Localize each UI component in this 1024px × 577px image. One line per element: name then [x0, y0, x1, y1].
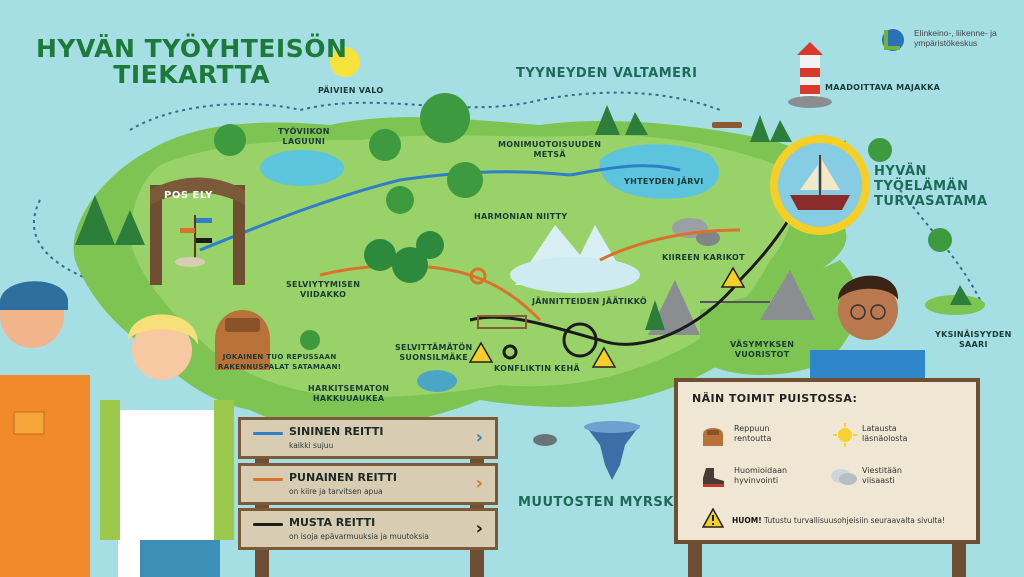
tip-line1: Huomioidaan	[734, 466, 788, 475]
ocean-label: TYYNEYDEN VALTAMERI	[516, 66, 698, 81]
route-subtitle: on isoja epävarmuuksia ja muutoksia	[289, 532, 429, 541]
route-subtitle: kaikki sujuu	[289, 441, 334, 450]
logo-text: Elinkeino-, liikenne- ja ympäristökeskus	[914, 28, 997, 48]
jungle-label-line1: SELVIYTYMISEN	[286, 280, 361, 289]
tip-line2: rentoutta	[734, 434, 772, 443]
jungle-label-line2: VIIDAKKO	[299, 290, 347, 299]
tip-line2: hyvinvointi	[734, 476, 779, 485]
sun-label: PÄIVIEN VALO	[318, 86, 384, 95]
tip-item-1: Reppuun rentoutta	[734, 424, 771, 444]
clearing-label-line2: HAKKUUAUKEA	[312, 394, 385, 403]
clearing-label: HARKITSEMATON HAKKUUAUKEA	[308, 384, 389, 404]
warning-icon	[702, 508, 724, 528]
warning-bold: HUOM!	[732, 516, 762, 525]
forest-label-line1: MONIMUOTOISUUDEN	[498, 140, 602, 149]
logo-line2: ympäristökeskus	[914, 38, 978, 48]
speech-bubble-icon	[831, 469, 857, 485]
lagoon-label-line2: LAGUUNI	[282, 137, 326, 146]
harbor-label: HYVÄN TYÖELÄMÄN TURVASATAMA	[874, 164, 1024, 209]
island-label-line2: SAARI	[958, 340, 988, 349]
swamp-label-line2: SUONSILMÄKE	[399, 353, 469, 362]
route-line-black	[253, 523, 283, 526]
route-subtitle: on kiire ja tarvitsen apua	[289, 487, 383, 496]
route-title: MUSTA REITTI	[289, 516, 376, 529]
boot-icon	[703, 468, 724, 487]
reefs-label: KIIREEN KARIKOT	[662, 253, 745, 262]
route-sign-blue[interactable]: SININEN REITTI kaikki sujuu ›	[238, 417, 498, 459]
warning-text: Tutustu turvallisuusohjeisiin seuraavalt…	[761, 516, 946, 525]
chevron-right-icon: ›	[475, 518, 483, 539]
jungle-label: SELVIYTYMISEN VIIDAKKO	[286, 280, 360, 300]
backpack-icon	[703, 428, 723, 446]
chevron-right-icon: ›	[475, 473, 483, 494]
lagoon-label-line1: TYÖVIIKON	[278, 127, 330, 136]
mountains-label-line1: VÄSYMYKSEN	[730, 340, 795, 349]
gate-sign: POS ELY	[164, 190, 213, 201]
tip-item-2: Latausta läsnäolosta	[862, 424, 907, 444]
route-line-red	[253, 478, 283, 481]
logo-line1: Elinkeino-, liikenne- ja	[914, 28, 997, 38]
mountains-label: VÄSYMYKSEN VUORISTOT	[730, 340, 794, 360]
backpack-note-line1: JOKAINEN TUO REPUSSAAN	[222, 353, 337, 361]
forest-label-line2: METSÄ	[533, 150, 566, 159]
map-title-line2: TIEKARTTA	[113, 60, 271, 89]
backpack-note-line2: RAKENNUSPALAT SATAMAAN!	[218, 363, 342, 371]
map-title: HYVÄN TYÖYHTEISÖN TIEKARTTA	[36, 36, 347, 88]
route-title: PUNAINEN REITTI	[289, 471, 397, 484]
clearing-label-line1: HARKITSEMATON	[308, 384, 390, 393]
swamp-label-line1: SELVITTÄMÄTÖN	[395, 343, 473, 352]
island-label-line1: YKSINÄISYYDEN	[935, 330, 1012, 339]
tip-line1: Reppuun	[734, 424, 770, 433]
swamp-label: SELVITTÄMÄTÖN SUONSILMÄKE	[395, 343, 472, 363]
backpack-note: JOKAINEN TUO REPUSSAAN RAKENNUSPALAT SAT…	[218, 352, 341, 372]
rules-board: NÄIN TOIMIT PUISTOSSA: Reppuun rentoutta…	[674, 378, 980, 544]
tip-line1: Latausta	[862, 424, 897, 433]
lagoon-label: TYÖVIIKON LAGUUNI	[278, 127, 330, 147]
meadow-label: HARMONIAN NIITTY	[474, 212, 568, 221]
lake-label: YHTEYDEN JÄRVI	[624, 177, 704, 186]
forest-label: MONIMUOTOISUUDEN METSÄ	[498, 140, 601, 160]
mountains-label-line2: VUORISTOT	[734, 350, 790, 359]
tip-line2: viisaasti	[862, 476, 895, 485]
warning-note: HUOM! Tutustu turvallisuusohjeisiin seur…	[732, 516, 945, 525]
lighthouse-label: MAADOITTAVA MAJAKKA	[825, 83, 941, 92]
tip-item-4: Viestitään viisaasti	[862, 466, 902, 486]
harbor-label-line1: HYVÄN TYÖELÄMÄN	[874, 164, 969, 194]
sun-icon	[833, 423, 857, 447]
route-title: SININEN REITTI	[289, 425, 384, 438]
map-title-line1: HYVÄN TYÖYHTEISÖN	[36, 34, 348, 63]
conflict-label: KONFLIKTIN KEHÄ	[494, 364, 581, 373]
tip-line2: läsnäolosta	[862, 434, 908, 443]
tip-line1: Viestitään	[862, 466, 902, 475]
storm-label: MUUTOSTEN MYRSKY	[518, 495, 684, 510]
route-line-blue	[253, 432, 283, 435]
glacier-label: JÄNNITTEIDEN JÄÄTIKKÖ	[532, 297, 647, 306]
island-label: YKSINÄISYYDEN SAARI	[935, 330, 1012, 350]
route-sign-black[interactable]: MUSTA REITTI on isoja epävarmuuksia ja m…	[238, 508, 498, 550]
tip-item-3: Huomioidaan hyvinvointi	[734, 466, 787, 486]
harbor-label-line2: TURVASATAMA	[874, 194, 988, 209]
route-sign-red[interactable]: PUNAINEN REITTI on kiire ja tarvitsen ap…	[238, 463, 498, 505]
chevron-right-icon: ›	[475, 427, 483, 448]
board-title: NÄIN TOIMIT PUISTOSSA:	[692, 392, 858, 405]
